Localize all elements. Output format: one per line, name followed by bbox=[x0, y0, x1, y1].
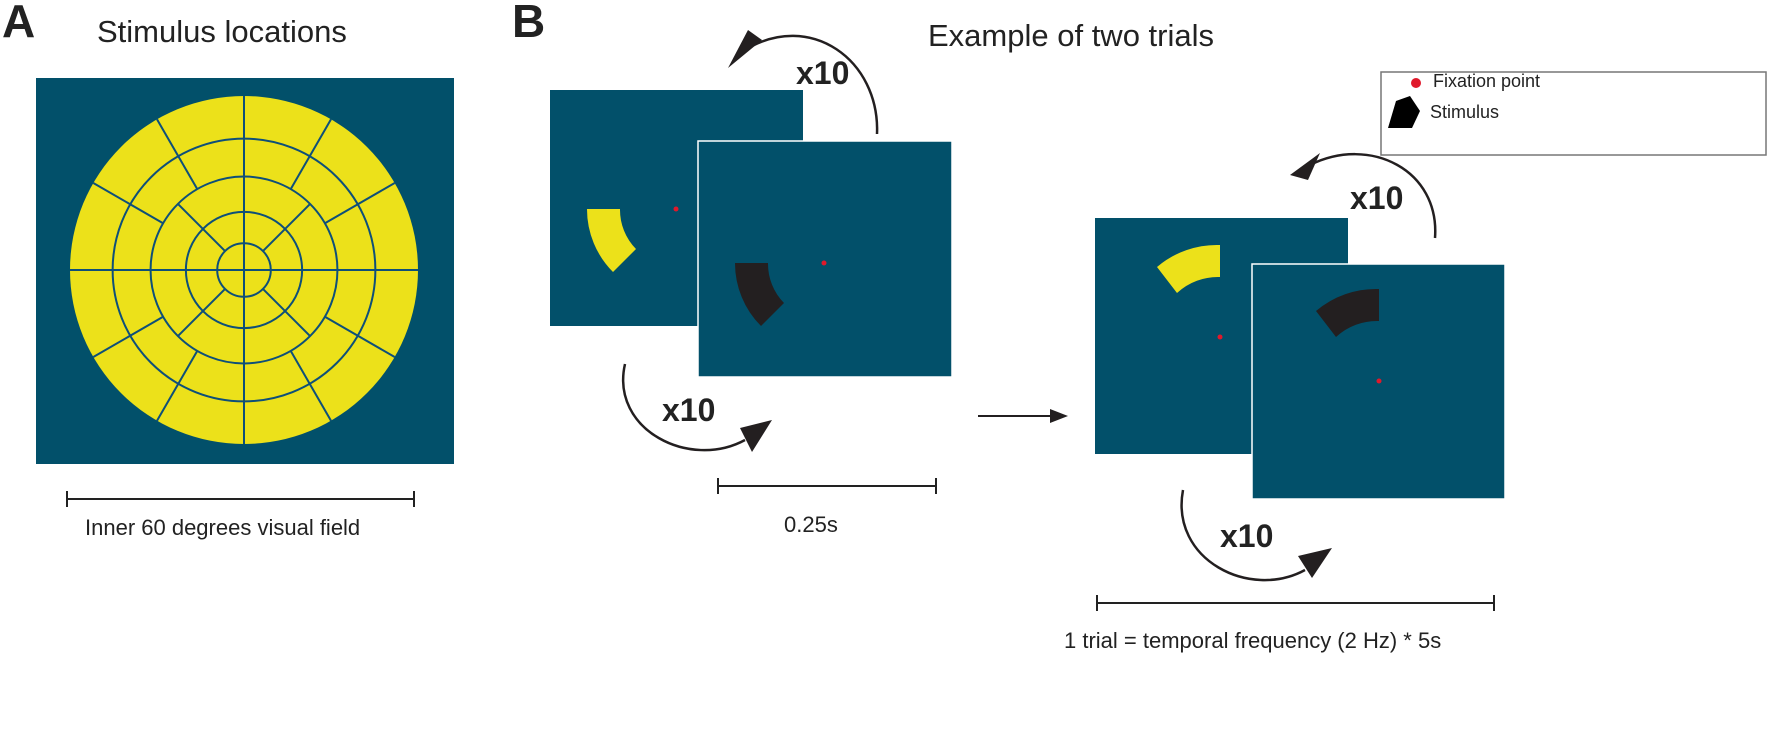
arrowhead-icon bbox=[728, 30, 762, 68]
fixation-point bbox=[673, 206, 679, 212]
stimulus-wedge-on bbox=[586, 209, 636, 272]
repeat-label: x10 bbox=[1350, 180, 1404, 216]
stimulus-wedge-off bbox=[1316, 288, 1379, 337]
sector-divider bbox=[177, 288, 226, 337]
scale-bar-trial bbox=[1096, 595, 1495, 611]
sector-divider bbox=[262, 203, 311, 252]
sector-divider bbox=[262, 288, 311, 337]
arrowhead-icon bbox=[740, 420, 772, 452]
panel-a-title: Stimulus locations bbox=[97, 14, 347, 49]
sector-divider bbox=[92, 182, 164, 225]
fixation-point bbox=[1217, 334, 1223, 340]
stimulus-wedge-off bbox=[734, 263, 784, 326]
repeat-arrow-icon bbox=[1309, 153, 1437, 239]
fixation-legend-icon bbox=[1411, 78, 1421, 88]
arrowhead-icon bbox=[1298, 548, 1332, 578]
sector-divider bbox=[92, 315, 164, 358]
arrowhead-icon bbox=[1050, 409, 1068, 423]
scale-bar-a bbox=[66, 491, 415, 507]
legend-box bbox=[1380, 71, 1767, 156]
fixation-point bbox=[1376, 378, 1382, 384]
sector-divider bbox=[324, 315, 396, 358]
trial-1-frame-off bbox=[697, 140, 953, 378]
panel-b-title: Example of two trials bbox=[928, 18, 1214, 53]
stimulus-legend-icon bbox=[1388, 96, 1420, 128]
repeat-arrow-icon bbox=[621, 363, 746, 452]
stimulus-location-grid bbox=[70, 96, 418, 444]
repeat-arrow-icon bbox=[1180, 489, 1306, 582]
repeat-label: x10 bbox=[796, 55, 850, 91]
sector-divider bbox=[177, 203, 226, 252]
arrowhead-icon bbox=[1290, 153, 1320, 180]
scale-bar-frame bbox=[717, 478, 937, 494]
sector-divider bbox=[324, 182, 396, 225]
sector-divider bbox=[289, 350, 332, 422]
trial-2-frame-off bbox=[1251, 263, 1506, 500]
panel-b-letter: B bbox=[512, 0, 546, 47]
repeat-arrow-icon bbox=[744, 34, 879, 135]
scale-label-a: Inner 60 degrees visual field bbox=[85, 515, 361, 540]
legend-fixation-label: Fixation point bbox=[1433, 71, 1541, 91]
panel-a-letter: A bbox=[2, 0, 36, 47]
sector-divider bbox=[156, 350, 199, 422]
trial-duration-label: 1 trial = temporal frequency (2 Hz) * 5s bbox=[1064, 628, 1442, 653]
sector-divider bbox=[156, 118, 199, 190]
sector-divider bbox=[289, 118, 332, 190]
repeat-label: x10 bbox=[662, 392, 716, 428]
frame-duration-label: 0.25s bbox=[784, 512, 838, 537]
fixation-point bbox=[821, 260, 827, 266]
repeat-label: x10 bbox=[1220, 518, 1274, 554]
stimulus-wedge-on bbox=[1157, 244, 1220, 293]
legend-stimulus-label: Stimulus bbox=[1430, 102, 1500, 122]
